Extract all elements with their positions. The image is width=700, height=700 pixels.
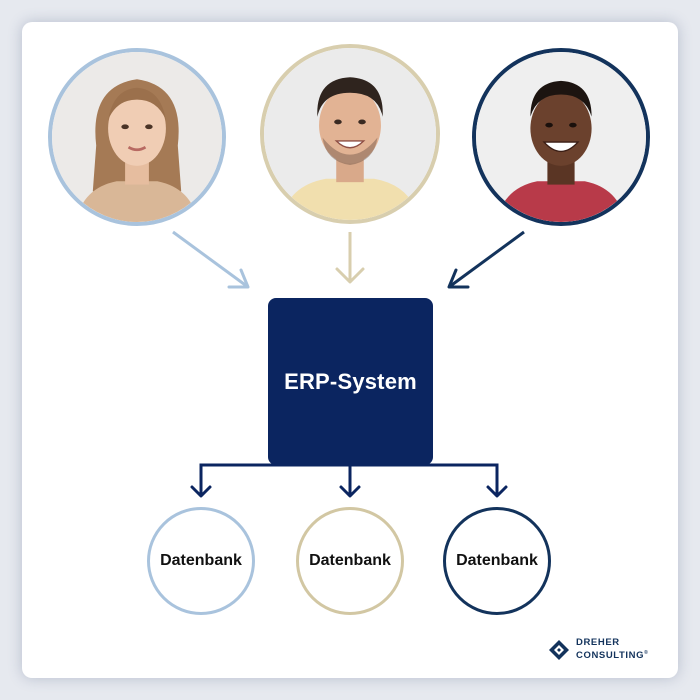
database-1-label: Datenbank	[160, 552, 242, 569]
logo-registered-mark: ®	[644, 650, 649, 656]
database-2-label: Datenbank	[309, 552, 391, 569]
logo-line1: DREHER	[576, 637, 620, 648]
man-photo	[264, 48, 436, 220]
dreher-consulting-logo: DREHER CONSULTING®	[548, 638, 648, 661]
logo-diamond-icon	[549, 639, 569, 660]
database-1: Datenbank	[147, 507, 255, 615]
database-2: Datenbank	[296, 507, 404, 615]
erp-system-label: ERP-System	[284, 368, 417, 394]
portrait-woman	[48, 48, 226, 226]
portrait-man-smiling	[260, 44, 440, 224]
database-3: Datenbank	[443, 507, 551, 615]
logo-line2: CONSULTING	[576, 650, 645, 662]
woman-photo	[52, 52, 222, 222]
erp-system-box: ERP-System	[268, 298, 433, 465]
man-red-shirt-photo	[476, 52, 646, 222]
portrait-man-red-shirt	[472, 48, 650, 226]
database-3-label: Datenbank	[456, 552, 538, 569]
